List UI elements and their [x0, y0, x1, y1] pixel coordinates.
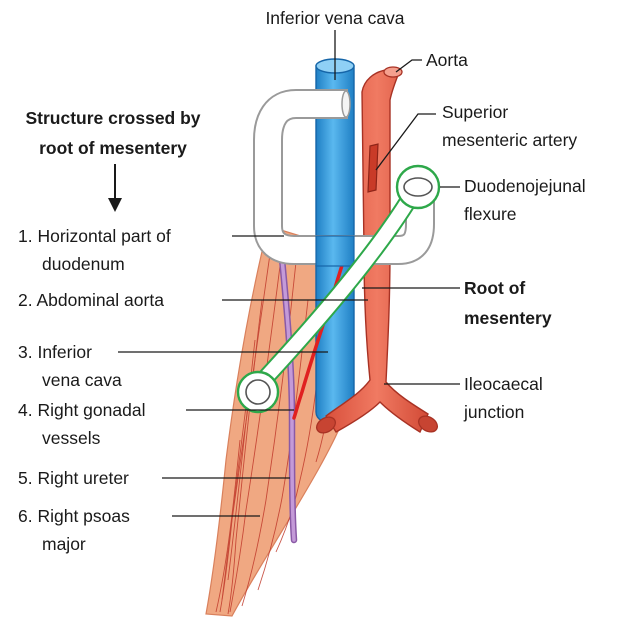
label-aorta: Aorta: [426, 50, 468, 70]
heading-line-2: root of mesentery: [39, 138, 187, 158]
structure-6-line-1: 6. Right psoas: [18, 506, 130, 526]
label-root-line-2: mesentery: [464, 308, 552, 328]
label-ileo-line-2: junction: [463, 402, 524, 422]
ileocaecal-end-ring: [238, 372, 278, 412]
structure-6-line-2: major: [42, 534, 86, 554]
label-dj-line-1: Duodenojejunal: [464, 176, 586, 196]
structure-5-line-1: 5. Right ureter: [18, 468, 129, 488]
ivc-front-segment: [316, 236, 354, 266]
structure-1-line-1: 1. Horizontal part of: [18, 226, 171, 246]
label-root-line-1: Root of: [464, 278, 525, 298]
label-sma-line-1: Superior: [442, 102, 508, 122]
label-ileo-line-1: Ileocaecal: [464, 374, 543, 394]
duodenojejunal-flexure-ring: [397, 166, 439, 208]
structure-4-line-1: 4. Right gonadal: [18, 400, 145, 420]
structure-1-line-2: duodenum: [42, 254, 125, 274]
label-dj-line-2: flexure: [464, 204, 517, 224]
heading-line-1: Structure crossed by: [25, 108, 200, 128]
structure-2-line-1: 2. Abdominal aorta: [18, 290, 164, 310]
structure-3-line-2: vena cava: [42, 370, 122, 390]
superior-mesenteric-artery: [368, 144, 378, 192]
label-inferior-vena-cava: Inferior vena cava: [265, 8, 404, 28]
structure-3-line-1: 3. Inferior: [18, 342, 92, 362]
down-arrow-icon: [108, 164, 122, 212]
label-sma-line-2: mesenteric artery: [442, 130, 577, 150]
structure-4-line-2: vessels: [42, 428, 101, 448]
